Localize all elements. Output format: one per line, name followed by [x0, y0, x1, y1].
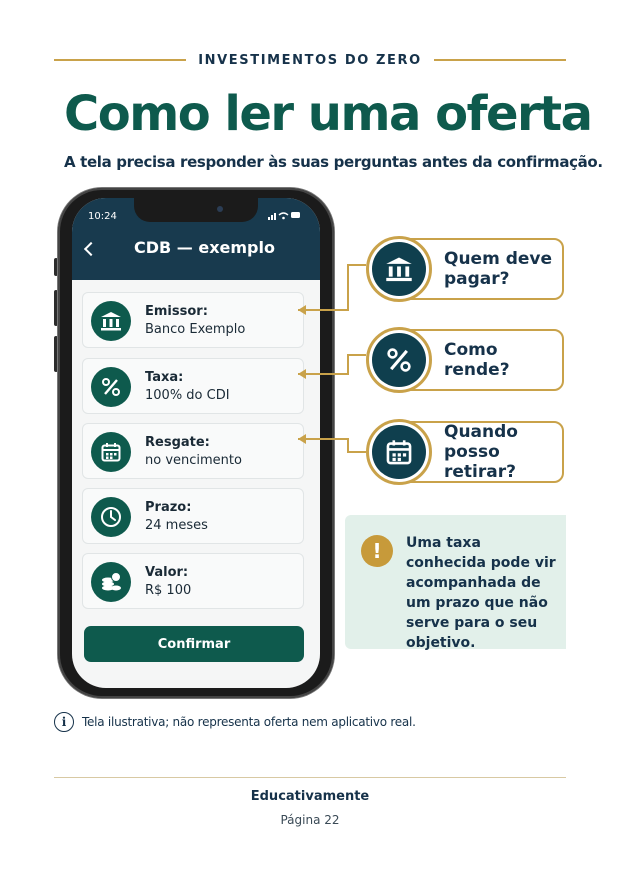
- percent-icon: [372, 333, 426, 387]
- offer-item-resgate[interactable]: Resgate: no vencimento: [82, 423, 304, 479]
- kicker: INVESTIMENTOS DO ZERO: [198, 52, 422, 68]
- info-icon: i: [54, 712, 74, 732]
- question-text: Quem deve pagar?: [444, 249, 553, 289]
- offer-item-value: 24 meses: [145, 518, 208, 533]
- phone-volume-down: [54, 336, 58, 372]
- warning-note-text: Uma taxa conhecida pode vir acompanhada …: [406, 535, 556, 651]
- offer-item-valor[interactable]: Valor: R$ 100: [82, 553, 304, 609]
- question-badge: [366, 327, 432, 393]
- calendar-icon: [372, 425, 426, 479]
- offer-item-emissor[interactable]: Emissor: Banco Exemplo: [82, 292, 304, 348]
- page-number: Página 22: [280, 813, 340, 827]
- phone-notch: [134, 198, 258, 222]
- signal-wifi-battery-icon: [268, 212, 300, 220]
- calendar-icon: [91, 432, 131, 472]
- offer-item-label: Emissor:: [145, 304, 208, 319]
- offer-item-label: Valor:: [145, 565, 189, 580]
- app-bar: 10:24 CDB — exemplo: [72, 198, 320, 280]
- footer-brand: Educativamente: [250, 789, 370, 804]
- kicker-row: INVESTIMENTOS DO ZERO: [54, 50, 567, 70]
- status-icons: [268, 210, 302, 223]
- phone-side-button: [54, 258, 58, 276]
- phone-camera: [217, 206, 223, 212]
- warning-icon: !: [361, 535, 393, 567]
- offer-item-taxa[interactable]: Taxa: 100% do CDI: [82, 358, 304, 414]
- phone-screen: 10:24 CDB — exemplo Emissor: Banco Exemp…: [72, 198, 320, 688]
- page-title: Como ler uma oferta: [64, 86, 593, 142]
- clock-icon: [91, 497, 131, 537]
- offer-item-value: no vencimento: [145, 453, 242, 468]
- question-badge: [366, 419, 432, 485]
- percent-icon: [91, 367, 131, 407]
- offer-item-label: Prazo:: [145, 500, 192, 515]
- bank-icon: [91, 301, 131, 341]
- question-badge: [366, 236, 432, 302]
- page-subtitle: A tela precisa responder às suas pergunt…: [64, 153, 603, 171]
- offer-item-label: Resgate:: [145, 435, 210, 450]
- confirm-button[interactable]: Confirmar: [84, 626, 304, 662]
- footer-divider: [54, 777, 566, 778]
- offer-item-value: 100% do CDI: [145, 388, 230, 403]
- offer-item-label: Taxa:: [145, 370, 184, 385]
- phone-volume-up: [54, 290, 58, 326]
- question-text: Como rende?: [444, 340, 510, 380]
- offer-item-value: Banco Exemplo: [145, 322, 246, 337]
- bank-icon: [372, 242, 426, 296]
- app-bar-title: CDB — exemplo: [134, 238, 275, 257]
- coins-icon: [91, 562, 131, 602]
- kicker-line-right: [433, 59, 567, 61]
- offer-item-value: R$ 100: [145, 583, 192, 598]
- kicker-line-left: [54, 59, 187, 61]
- phone-mockup: 10:24 CDB — exemplo Emissor: Banco Exemp…: [58, 188, 334, 698]
- status-time: 10:24: [88, 211, 117, 222]
- offer-item-prazo[interactable]: Prazo: 24 meses: [82, 488, 304, 544]
- disclaimer: Tela ilustrativa; não representa oferta …: [82, 715, 416, 729]
- warning-note: ! Uma taxa conhecida pode vir acompanhad…: [345, 515, 566, 651]
- question-text: Quando posso retirar?: [444, 422, 518, 482]
